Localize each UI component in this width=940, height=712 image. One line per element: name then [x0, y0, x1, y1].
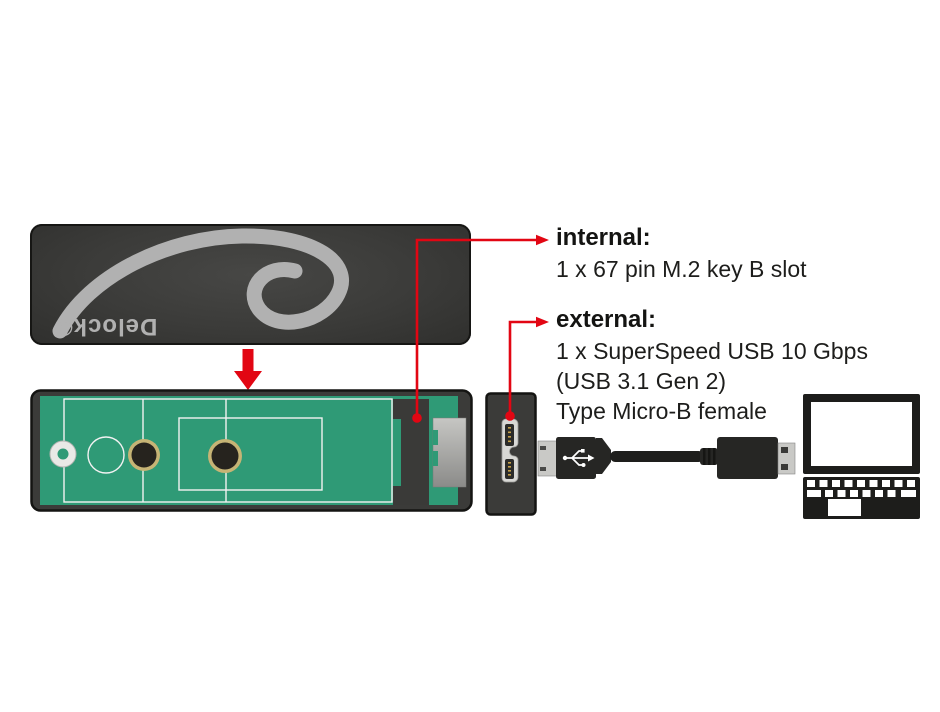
- annotation-external: external: 1 x SuperSpeed USB 10 Gbps (US…: [556, 306, 868, 426]
- m2-adapter-pcb: [40, 396, 458, 505]
- delock-logo-text: Delock®: [54, 313, 158, 340]
- cable-cord: [610, 451, 704, 462]
- mount-circle-mark: [87, 436, 125, 474]
- external-line-1: 1 x SuperSpeed USB 10 Gbps: [556, 338, 868, 364]
- external-arrowhead-icon: [536, 316, 549, 328]
- usb-micro-b-plug: [537, 437, 611, 479]
- screw-standoff-hole: [57, 448, 69, 460]
- usb-micro-b-cable: [537, 437, 796, 479]
- annotation-internal: internal: 1 x 67 pin M.2 key B slot: [556, 224, 807, 284]
- m2-key-b-slot: [393, 399, 429, 505]
- internal-heading: internal:: [556, 224, 651, 251]
- usb-connector-block: [432, 417, 467, 488]
- enclosure-top-cover: Delock®: [30, 224, 471, 345]
- open-enclosure-with-pcb: [30, 389, 473, 512]
- external-line-3: Type Micro-B female: [556, 398, 767, 424]
- usb-micro-b-female-port: [501, 418, 519, 483]
- laptop-trackpad: [828, 499, 861, 516]
- mount-hole-small: [128, 439, 160, 471]
- logo-swirl-path: [52, 228, 349, 339]
- external-line-2: (USB 3.1 Gen 2): [556, 368, 727, 394]
- insert-arrow-icon: [234, 349, 262, 390]
- internal-description: 1 x 67 pin M.2 key B slot: [556, 256, 807, 282]
- usb-a-plug: [700, 437, 796, 479]
- enclosure-end-panel: [485, 392, 537, 516]
- delock-swirl-logo-icon: [52, 228, 349, 339]
- usb-trident-icon: [562, 449, 595, 467]
- laptop-keyboard: [803, 477, 920, 519]
- external-heading: external:: [556, 306, 657, 333]
- laptop-icon: [803, 394, 920, 519]
- mount-hole-large: [208, 439, 242, 473]
- internal-arrowhead-icon: [536, 234, 549, 246]
